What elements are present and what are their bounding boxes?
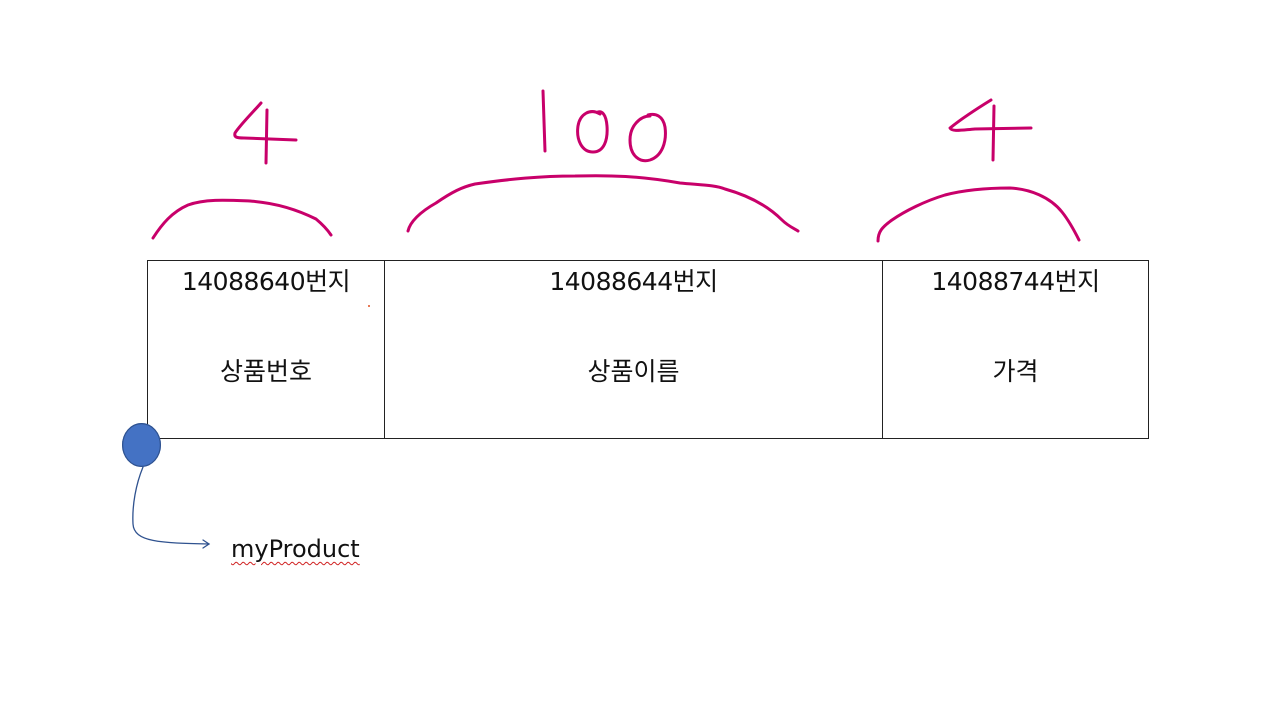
cell-field-name: 상품번호: [219, 357, 312, 386]
memory-cell-product-number: 14088640번지 상품번호: [148, 261, 384, 438]
pointer-arrowhead: [202, 539, 211, 549]
cell-field-name: 가격: [992, 357, 1039, 386]
brace-cell-2: [406, 174, 800, 233]
size-annotation-4-first: [233, 101, 298, 165]
cell-address: 14088640번지: [181, 267, 351, 296]
brace-cell-3: [876, 186, 1081, 243]
cell-address: 14088744번지: [931, 267, 1100, 296]
brace-cell-1: [151, 198, 333, 240]
size-annotation-4-third: [948, 98, 1033, 162]
pointer-origin-dot: [122, 423, 161, 467]
memory-cell-price: 14088744번지 가격: [882, 261, 1148, 438]
cell-field-name: 상품이름: [587, 357, 680, 386]
stray-ink-dot: [368, 305, 370, 307]
pointer-variable-label: myProduct: [231, 535, 360, 563]
size-annotation-100: [541, 89, 667, 163]
cell-address: 14088644번지: [549, 267, 718, 296]
memory-cell-product-name: 14088644번지 상품이름: [384, 261, 882, 438]
pointer-connector: [132, 466, 210, 545]
memory-layout-table: 14088640번지 상품번호 14088644번지 상품이름 14088744…: [147, 260, 1149, 439]
